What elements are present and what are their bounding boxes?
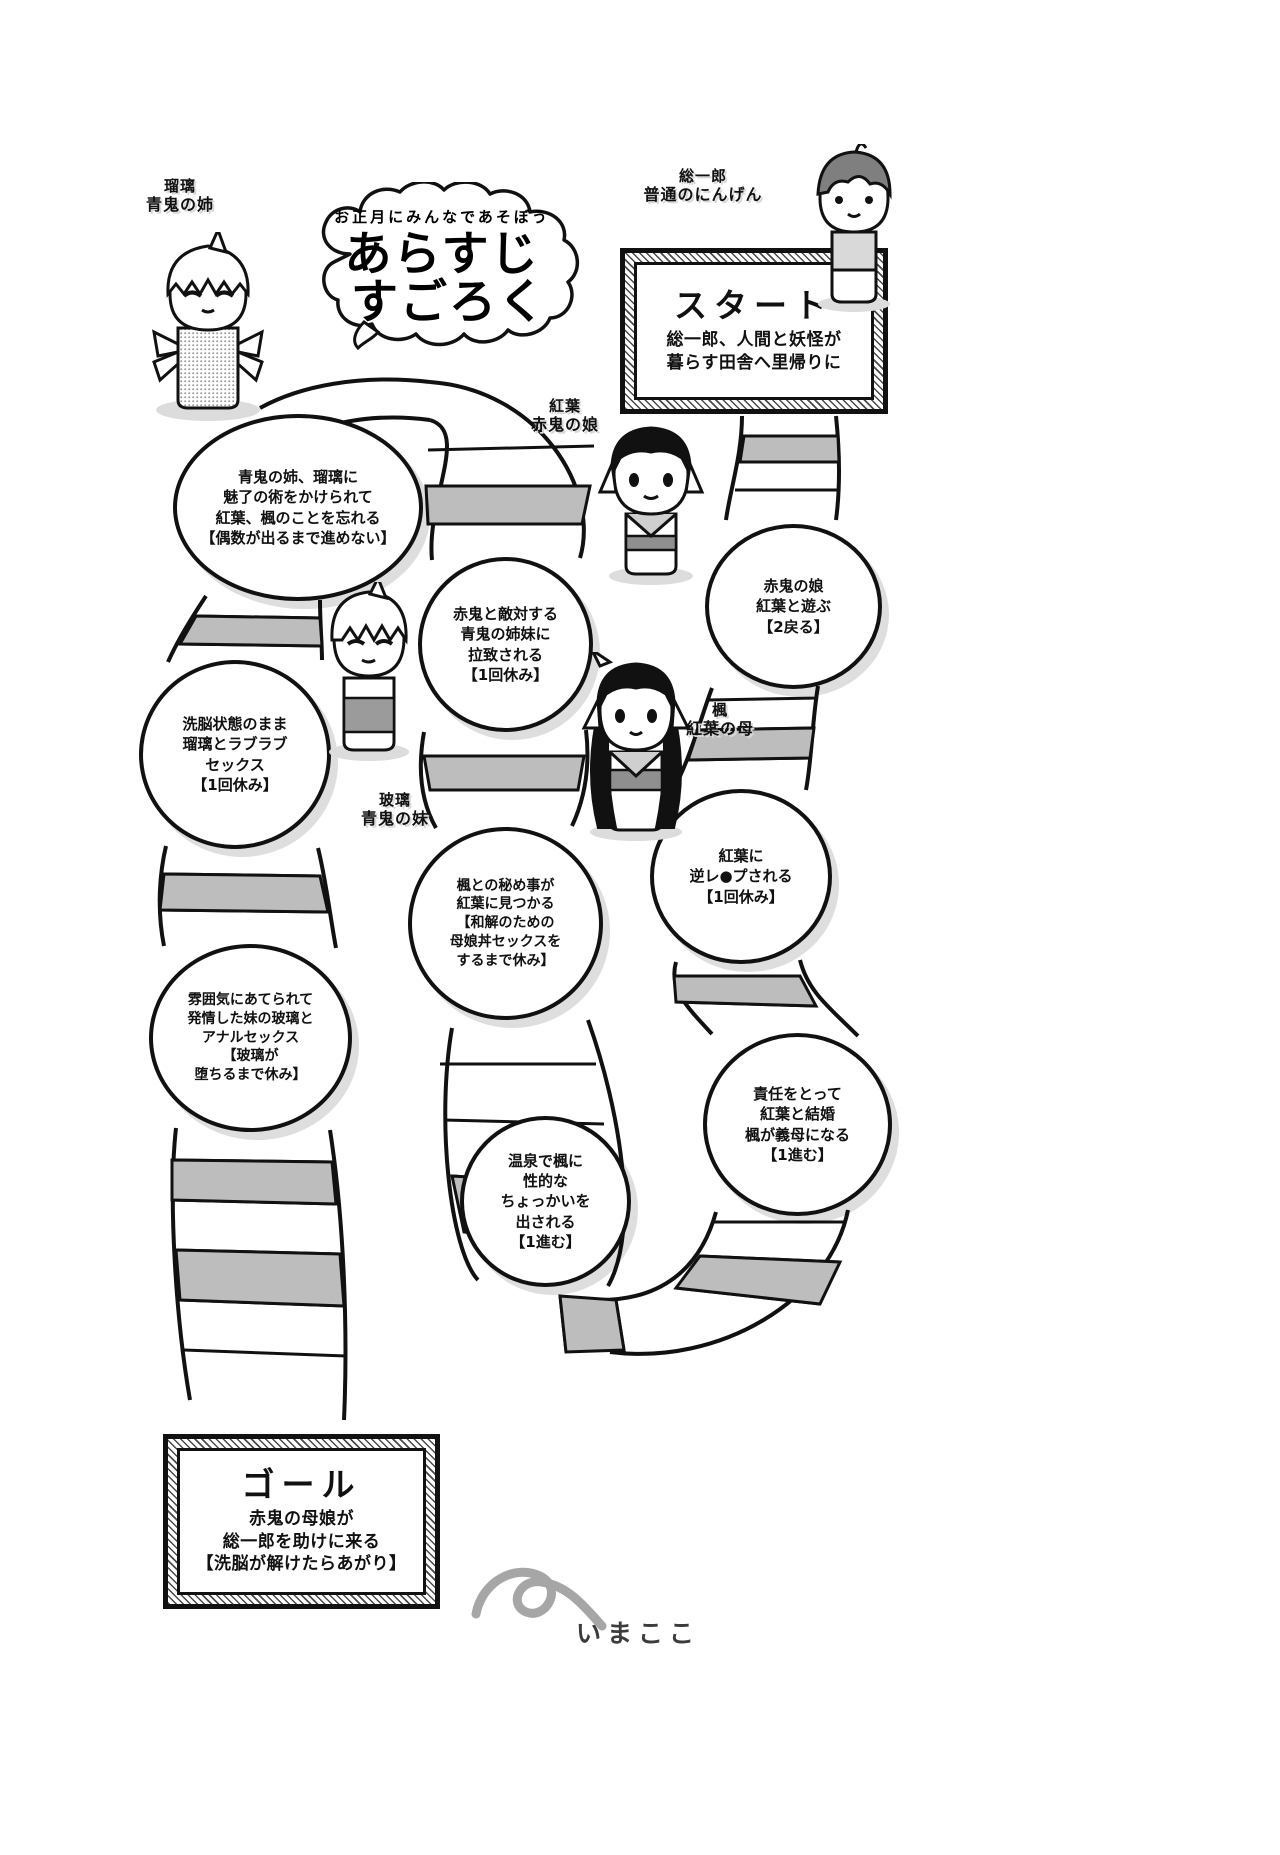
start-box[interactable]: スタート 総一郎、人間と妖怪が 暮らす田舎へ里帰りに <box>620 248 888 414</box>
cell-text-line: 紅葉と遊ぶ <box>755 597 831 616</box>
goal-box[interactable]: ゴール 赤鬼の母娘が 総一郎を助けに来る 【洗脳が解けたらあがり】 <box>163 1434 440 1609</box>
character-name: 紅葉 <box>548 397 581 415</box>
cell-text-line: 紅葉と結婚 <box>759 1105 835 1124</box>
goal-body-line-1: 赤鬼の母娘が <box>249 1509 354 1530</box>
cell-text-line: 青鬼の姉、瑠璃に <box>237 468 358 487</box>
cell-text-line: 温泉で楓に <box>507 1152 583 1171</box>
start-body-line-1: 総一郎、人間と妖怪が <box>666 330 842 351</box>
cell-text: 温泉で楓に性的なちょっかいを出される【1進む】 <box>490 1151 600 1251</box>
start-body-line-2: 暮らす田舎へ里帰りに <box>666 352 842 373</box>
cell-text-line: 出される <box>515 1212 576 1231</box>
cell-text-line: 瑠璃とラブラブ <box>182 735 288 754</box>
board-cell[interactable]: 青鬼の姉、瑠璃に魅了の術をかけられて紅葉、楓のことを忘れる【偶数が出るまで進めな… <box>173 414 423 601</box>
chibi-momiji <box>597 426 705 585</box>
board-cell[interactable]: 雰囲気にあてられて発情した妹の玻璃とアナルセックス【玻璃が堕ちるまで休み】 <box>149 944 352 1132</box>
board-cell[interactable]: 赤鬼と敵対する青鬼の姉妹に拉致される【1回休み】 <box>418 557 593 732</box>
goal-body-line-3: 【洗脳が解けたらあがり】 <box>196 1554 407 1575</box>
character-label-ruri: 瑠璃 青鬼の姉 <box>110 177 250 215</box>
board-cell[interactable]: 紅葉に逆レ●プされる【1回休み】 <box>650 789 832 964</box>
goal-heading: ゴール <box>241 1465 362 1505</box>
character-name: 瑠璃 <box>163 177 196 195</box>
cell-text: 青鬼の姉、瑠璃に魅了の術をかけられて紅葉、楓のことを忘れる【偶数が出るまで進めな… <box>190 467 405 547</box>
cell-text-line: 洗脳状態のまま <box>182 715 288 734</box>
cell-text: 紅葉に逆レ●プされる【1回休み】 <box>679 846 802 906</box>
cell-text: 洗脳状態のまま瑠璃とラブラブセックス【1回休み】 <box>172 714 297 794</box>
imakoko-arrow <box>471 1567 607 1631</box>
cell-text-line: 楓との秘め事が <box>456 877 555 894</box>
character-name: 総一郎 <box>678 167 727 185</box>
cell-text-line: 紅葉に <box>718 847 764 866</box>
character-name: 玻璃 <box>378 791 411 809</box>
cell-text: 雰囲気にあてられて発情した妹の玻璃とアナルセックス【玻璃が堕ちるまで休み】 <box>178 991 324 1085</box>
cell-text-line: 【玻璃が <box>222 1048 279 1065</box>
cell-text-line: 母娘丼セックスを <box>449 933 562 950</box>
character-role: 紅葉の母 <box>685 719 754 739</box>
cell-text-line: 赤鬼の娘 <box>763 577 824 596</box>
title-line-2: すごろく <box>351 274 547 330</box>
cell-text-line: 【1回休み】 <box>462 665 549 684</box>
cell-text-line: セックス <box>205 755 265 774</box>
cell-text-line: 【和解のための <box>456 915 555 932</box>
cell-text-line: 【2戻る】 <box>758 617 829 636</box>
character-role: 普通のにんげん <box>643 185 763 205</box>
cell-text: 赤鬼の娘紅葉と遊ぶ【2戻る】 <box>746 576 841 636</box>
title-main: あらすじ すごろく <box>337 226 547 330</box>
cell-text-line: 発情した妹の玻璃と <box>187 1010 314 1027</box>
cell-text-line: 逆レ●プされる <box>689 867 793 886</box>
character-label-momiji: 紅葉 赤鬼の娘 <box>500 397 630 435</box>
cell-text-line: ちょっかいを <box>500 1192 591 1211</box>
character-name: 楓 <box>711 701 728 719</box>
cell-text: 楓との秘め事が紅葉に見つかる【和解のための母娘丼セックスをするまで休み】 <box>440 877 572 971</box>
start-heading: スタート <box>674 285 834 325</box>
imakoko-label: いまここ <box>576 1619 701 1648</box>
cell-text: 責任をとって紅葉と結婚楓が義母になる【1進む】 <box>735 1084 860 1164</box>
goal-body: 赤鬼の母娘が 総一郎を助けに来る 【洗脳が解けたらあがり】 <box>197 1508 407 1575</box>
cell-text-line: 【1回休み】 <box>698 887 784 906</box>
cell-text-line: 魅了の術をかけられて <box>223 488 373 507</box>
board-cell[interactable]: 洗脳状態のまま瑠璃とラブラブセックス【1回休み】 <box>139 660 331 849</box>
chibi-soichiro <box>816 144 892 312</box>
board-cell[interactable]: 楓との秘め事が紅葉に見つかる【和解のための母娘丼セックスをするまで休み】 <box>408 827 603 1020</box>
character-label-kaede: 楓 紅葉の母 <box>660 701 780 739</box>
goal-body-line-2: 総一郎を助けに来る <box>222 1531 381 1552</box>
title-line-1: あらすじ <box>344 226 540 282</box>
cell-text-line: 青鬼の姉妹に <box>460 625 551 644</box>
cell-text-line: 【1進む】 <box>762 1145 833 1164</box>
cell-text-line: 【偶数が出るまで進めない】 <box>200 528 396 547</box>
board-cell[interactable]: 赤鬼の娘紅葉と遊ぶ【2戻る】 <box>705 524 882 689</box>
cell-text-line: 堕ちるまで休み】 <box>194 1067 307 1084</box>
character-label-hari: 玻璃 青鬼の妹 <box>340 791 450 829</box>
cell-text-line: 赤鬼と敵対する <box>452 605 558 624</box>
chibi-ruri <box>152 232 264 421</box>
cell-text-line: 紅葉、楓のことを忘れる <box>215 508 381 527</box>
cell-text-line: するまで休み】 <box>456 952 555 969</box>
board-cell[interactable]: 温泉で楓に性的なちょっかいを出される【1進む】 <box>460 1116 631 1287</box>
cell-text-line: 雰囲気にあてられて <box>187 992 314 1009</box>
chibi-hari <box>329 582 409 761</box>
cell-text-line: 責任をとって <box>753 1085 842 1104</box>
start-body: 総一郎、人間と妖怪が 暮らす田舎へ里帰りに <box>667 329 842 374</box>
character-role: 青鬼の姉 <box>145 195 214 215</box>
board-cell[interactable]: 責任をとって紅葉と結婚楓が義母になる【1進む】 <box>703 1033 892 1216</box>
cell-text: 赤鬼と敵対する青鬼の姉妹に拉致される【1回休み】 <box>443 604 568 684</box>
cell-text-line: 【1進む】 <box>510 1232 581 1251</box>
title-subtitle: お正月にみんなであそぼう <box>334 207 550 226</box>
character-role: 青鬼の妹 <box>360 809 429 829</box>
cell-text-line: 紅葉に見つかる <box>456 896 555 913</box>
cell-text-line: 拉致される <box>467 645 543 664</box>
chibi-kaede <box>581 652 691 841</box>
character-label-soichiro: 総一郎 普通のにんげん <box>608 167 798 205</box>
cell-text-line: 【1回休み】 <box>192 775 278 794</box>
cell-text-line: 性的な <box>522 1172 568 1191</box>
cell-text-line: 楓が義母になる <box>744 1125 850 1144</box>
title-cloud: お正月にみんなであそぼう あらすじ すごろく <box>292 182 592 350</box>
cell-text-line: アナルセックス <box>201 1029 300 1046</box>
character-role: 赤鬼の娘 <box>530 415 599 435</box>
